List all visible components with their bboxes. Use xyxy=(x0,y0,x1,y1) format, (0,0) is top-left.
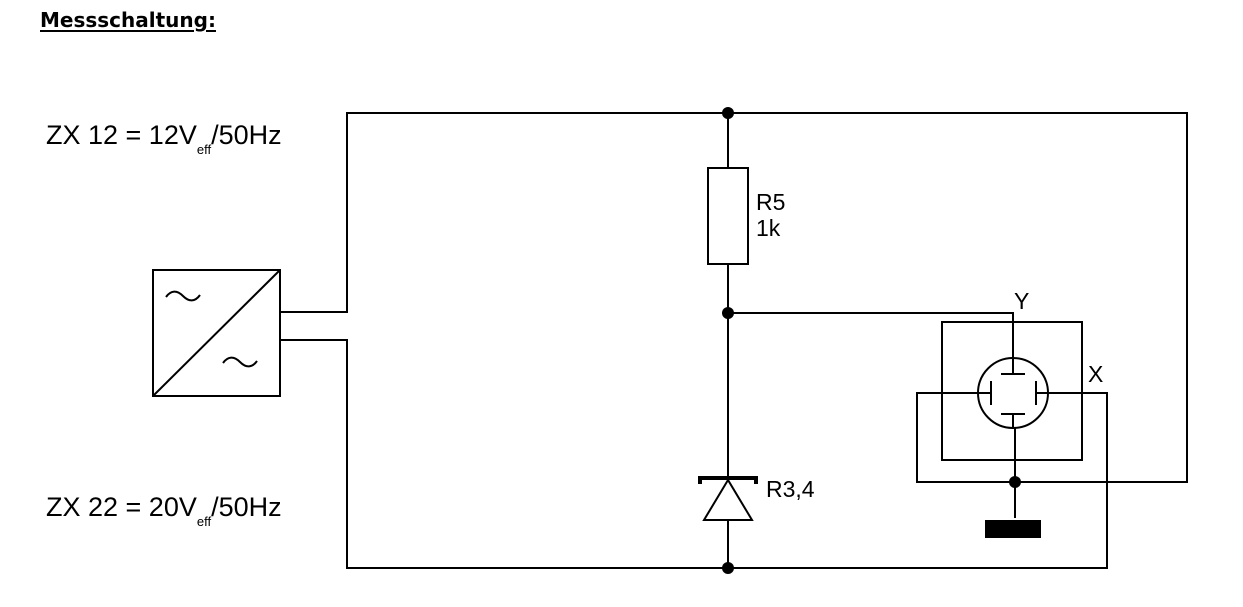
supply-label-zx22: ZX 22 = 20Veff/50Hz xyxy=(46,492,282,529)
wire-y xyxy=(728,312,1014,360)
ac-ac-converter-icon xyxy=(152,269,281,397)
page-title: Messschaltung: xyxy=(40,8,216,32)
scope-x-label: X xyxy=(1088,361,1103,387)
junction-middle xyxy=(722,307,734,319)
oscilloscope-tube-icon xyxy=(977,357,1049,429)
ground-icon xyxy=(985,520,1041,538)
supply-label-zx12: ZX 12 = 12Veff/50Hz xyxy=(46,120,282,157)
resistor-icon xyxy=(707,167,749,265)
resistor-name: R5 xyxy=(756,189,785,215)
wire-x-loop xyxy=(916,392,1016,518)
resistor-value: 1k xyxy=(756,215,781,241)
junction-top xyxy=(722,107,734,119)
scope-y-label: Y xyxy=(1014,288,1029,314)
diode-name: R3,4 xyxy=(766,476,815,502)
zener-diode-icon xyxy=(698,476,758,521)
scope-box xyxy=(941,321,1083,461)
junction-bottom xyxy=(722,562,734,574)
wire-top xyxy=(280,112,1188,483)
junction-scope xyxy=(1009,476,1021,488)
